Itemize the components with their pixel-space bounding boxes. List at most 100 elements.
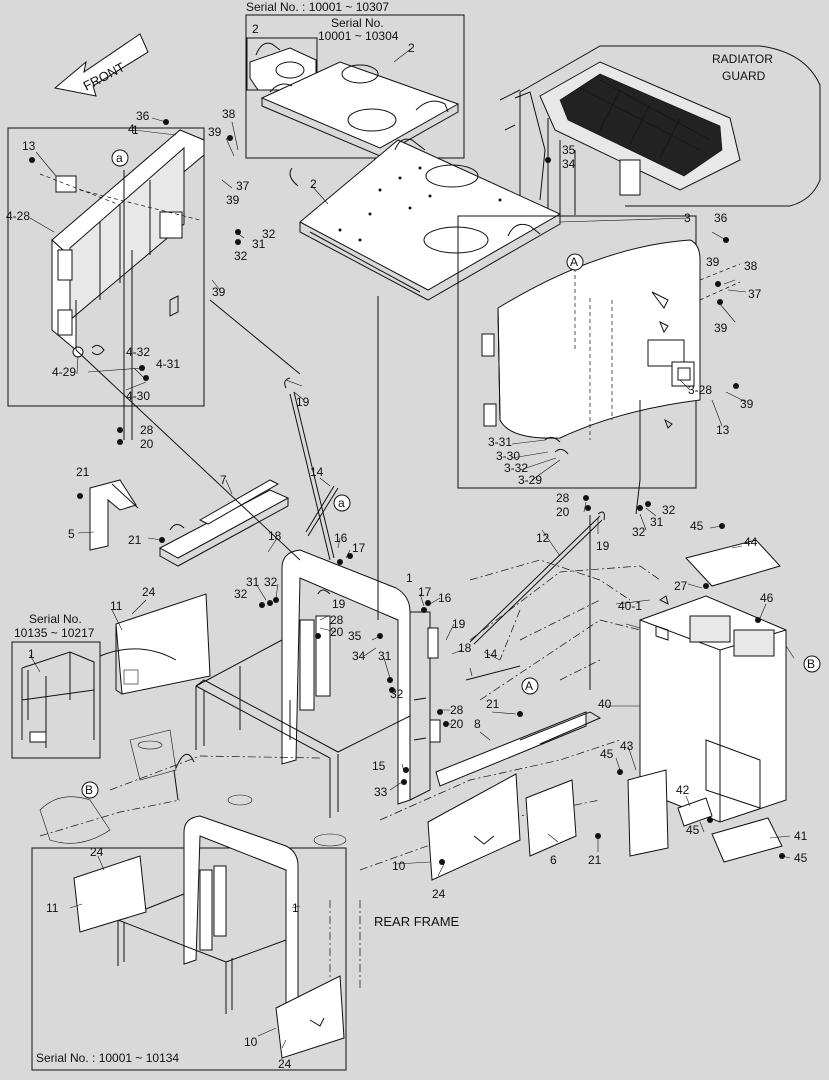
part-label-32-e: 32 [390,687,404,701]
part-label-46: 46 [760,591,774,605]
part-label-45-c: 45 [686,823,700,837]
part-label-32-a: 32 [262,227,276,241]
svg-text:a: a [338,496,345,510]
part-label-20-a: 20 [140,437,154,451]
bottom-serial-note: Serial No. : 10001 ~ 10134 [36,1051,179,1065]
ref-B-right: B [803,655,821,673]
part-label-1-bottom: 1 [292,901,299,915]
inset-serial-line2: 10001 ~ 10304 [318,29,399,43]
part-label-39-f: 39 [740,397,754,411]
left-serial-line1: Serial No. [29,612,82,626]
part-label-36-a: 36 [136,109,150,123]
svg-text:A: A [570,255,578,269]
part-label-33: 33 [374,785,388,799]
part-label-24-b: 24 [432,887,446,901]
part-label-18-a: 18 [268,529,282,543]
part-2-top-plate [289,138,562,301]
part-label-5: 5 [68,527,75,541]
inset-serial-line1: Serial No. [331,16,384,30]
svg-text:A: A [525,679,533,693]
part-label-4-30: 4-30 [126,389,150,403]
part-11-side-panel [115,593,211,695]
part-label-28-b: 28 [556,491,570,505]
panels-6-8-10 [427,711,602,881]
ref-a-left: a [111,149,129,167]
part-label-36-b: 36 [714,211,728,225]
part-label-34-a: 34 [562,157,576,171]
part-label-16-b: 16 [438,591,452,605]
part-40-cover-box [627,539,787,863]
part-label-27: 27 [674,579,688,593]
part-label-39-a: 39 [208,125,222,139]
part-label-13-left: 13 [22,139,36,153]
part-label-38-a: 38 [222,107,236,121]
part-label-3-28: 3-28 [688,383,712,397]
part-label-38-b: 38 [744,259,758,273]
reference-markers: a a A A B B [81,149,821,799]
part-label-21-c: 21 [486,697,500,711]
part-label-40-1: 40-1 [618,599,642,613]
part-label-1-left: 1 [28,647,35,661]
part-label-13-right: 13 [716,423,730,437]
part-label-35-a: 35 [562,143,576,157]
svg-text:B: B [807,657,815,671]
part-label-28-d: 28 [450,703,464,717]
part-label-21-b: 21 [128,533,142,547]
part-label-32-b: 32 [234,249,248,263]
part-label-39-b: 39 [226,193,240,207]
svg-text:a: a [116,151,123,165]
ref-a-mid: a [333,494,351,512]
left-serial-line2: 10135 ~ 10217 [14,626,95,640]
part-label-3: 3 [684,211,691,225]
part-label-34-b: 34 [352,649,366,663]
part-label-4-31: 4-31 [156,357,180,371]
part-label-32-d: 32 [234,587,248,601]
rear-frame-label: REAR FRAME [374,914,460,929]
part-label-10: 10 [392,859,406,873]
part-label-24-a: 24 [142,585,156,599]
svg-text:B: B [85,783,93,797]
top-serial-note: Serial No. : 10001 ~ 10307 [246,0,389,14]
part-label-45-d: 45 [794,851,808,865]
part-label-39-e: 39 [714,321,728,335]
part-number-labels: 1 2 2 2 3 4 5 6 7 8 10 10 11 11 12 13 13… [6,22,808,1071]
part-label-24-c: 24 [90,845,104,859]
leader-lines [29,47,795,1049]
part-label-1-main: 1 [406,571,413,585]
radiator-guard: RADIATOR GUARD [499,45,821,215]
part-label-31-d: 31 [650,515,664,529]
part-label-4-29: 4-29 [52,365,76,379]
part-label-19-b: 19 [596,539,610,553]
parts-5-7-21-brackets [89,479,290,567]
part-label-3-29: 3-29 [518,473,542,487]
part-label-3-31: 3-31 [488,435,512,449]
part-label-31-a: 31 [252,237,266,251]
part-label-41: 41 [794,829,808,843]
part-label-11-bottom: 11 [46,901,59,915]
part-label-18-b: 18 [458,641,472,655]
part-label-2-main: 2 [310,177,317,191]
part-label-4-28: 4-28 [6,209,30,223]
fastener-dots [29,119,785,865]
part-label-2-inset: 2 [252,22,259,36]
part-3-right-door-box [457,215,741,489]
part-label-45-a: 45 [690,519,704,533]
part-label-16-a: 16 [334,531,348,545]
part-label-7: 7 [220,473,227,487]
part-label-11: 11 [110,599,123,613]
ref-B-left: B [81,781,99,799]
part-label-4: 1 [132,123,139,137]
part-label-32-c: 32 [264,575,278,589]
part-label-19-c: 19 [332,597,346,611]
part-label-17-b: 17 [418,585,432,599]
ref-A-top: A [566,253,584,271]
part-label-39-c: 39 [212,285,226,299]
part-label-45-b: 45 [600,747,614,761]
part-label-12: 12 [536,531,550,545]
part-label-14-top: 14 [310,465,324,479]
radiator-guard-label-2: GUARD [722,69,766,83]
part-4-left-door-box [7,127,205,407]
left-serial-box: Serial No. 10135 ~ 10217 [11,612,177,759]
